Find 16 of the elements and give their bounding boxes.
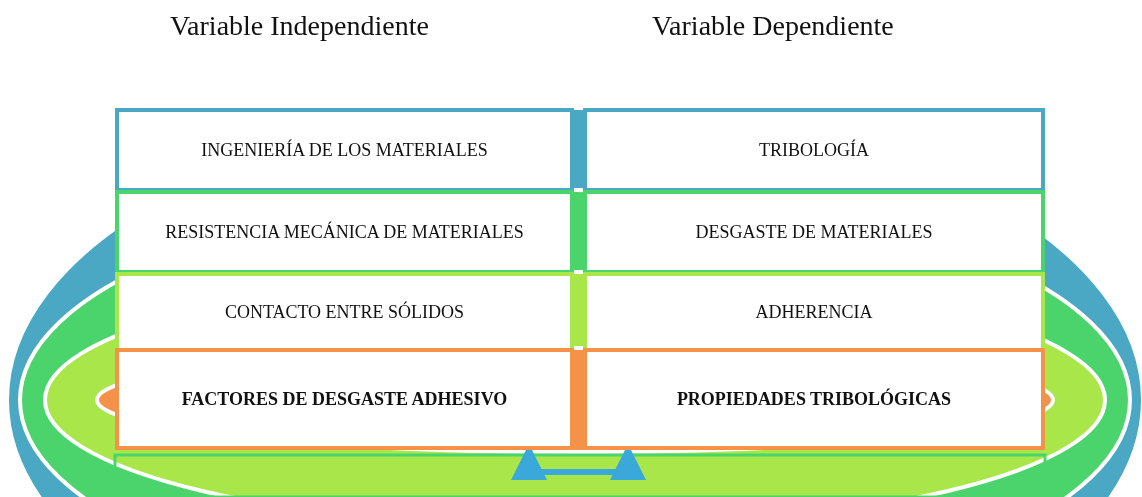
column-heading: Variable Independiente — [170, 10, 429, 42]
text-box — [115, 348, 574, 450]
box-label: FACTORES DE DESGASTE ADHESIVO — [181, 388, 508, 410]
box-label: DESGASTE DE MATERIALES — [695, 221, 933, 243]
box-label: PROPIEDADES TRIBOLÓGICAS — [676, 388, 952, 410]
text-box — [115, 190, 574, 274]
box-label: ADHERENCIA — [755, 301, 873, 323]
text-box — [583, 108, 1045, 192]
text-box — [583, 190, 1045, 274]
text-box — [115, 108, 574, 192]
box-label: TRIBOLOGÍA — [759, 139, 869, 161]
box-label: INGENIERÍA DE LOS MATERIALES — [201, 139, 488, 161]
box-label: RESISTENCIA MECÁNICA DE MATERIALES — [165, 221, 524, 243]
box-label: CONTACTO ENTRE SÓLIDOS — [224, 301, 465, 323]
column-heading: Variable Dependiente — [652, 10, 894, 42]
text-box — [583, 348, 1045, 450]
